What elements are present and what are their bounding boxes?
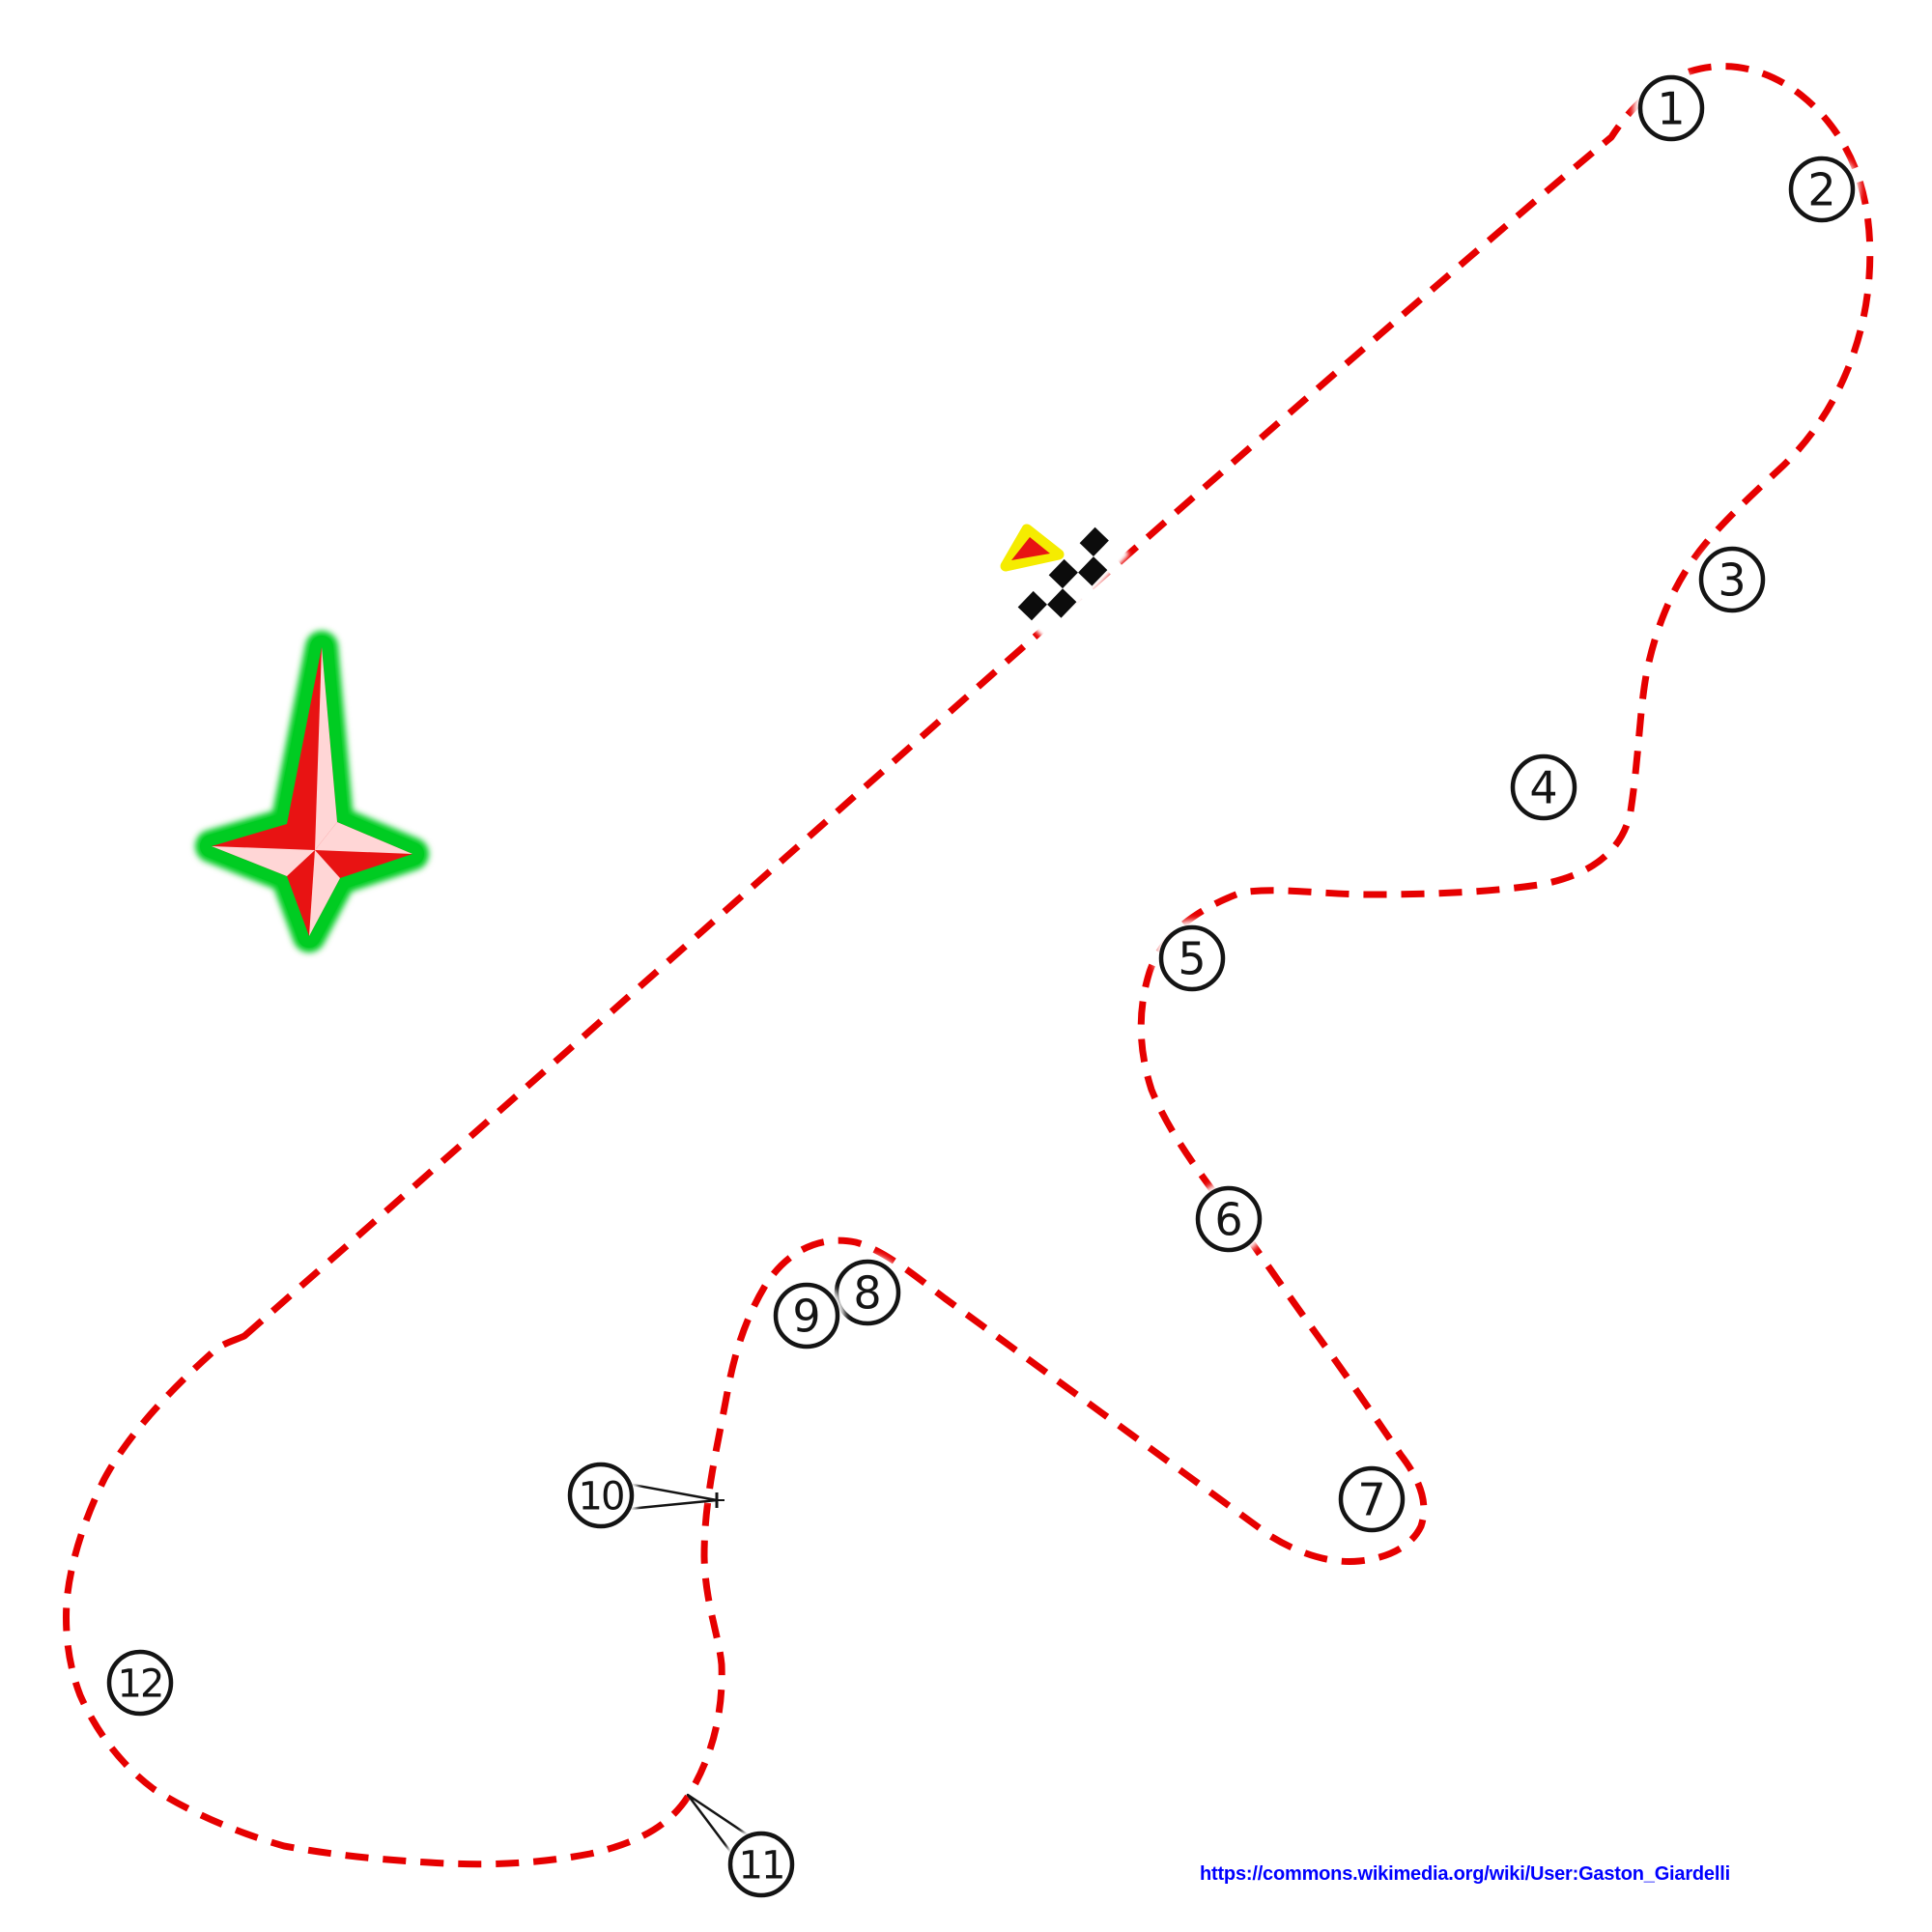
- checker-square: [1093, 540, 1123, 571]
- turn-number-6: 6: [1214, 1194, 1242, 1246]
- turn-marker-circle: [1637, 74, 1705, 142]
- turn-number-5: 5: [1178, 933, 1206, 985]
- checker-square: [1048, 558, 1078, 589]
- attribution-link[interactable]: https://commons.wikimedia.org/wiki/User:…: [1200, 1863, 1730, 1885]
- turn-number-4: 4: [1529, 762, 1557, 814]
- compass-facet: [315, 647, 337, 850]
- compass-star-highlights: [212, 647, 412, 936]
- turn-number-7: 7: [1357, 1474, 1385, 1526]
- turn-number-12: 12: [118, 1662, 163, 1706]
- turn-marker-5: 5: [1154, 921, 1230, 996]
- turn-marker-circle: [1698, 546, 1766, 613]
- turn-marker-circle: [567, 1462, 635, 1529]
- turn-marker-circle: [1195, 1185, 1263, 1253]
- checker-square: [1077, 556, 1108, 586]
- turn-marker-circle: [834, 1259, 901, 1326]
- direction-arrow-head: [1011, 537, 1050, 560]
- compass-facet: [212, 846, 315, 876]
- turn-marker-7: 7: [1334, 1462, 1409, 1537]
- compass-rose: [195, 631, 429, 952]
- turn-marker-9: 9: [769, 1278, 844, 1353]
- callout-wedge-10: [626, 1482, 719, 1511]
- turn-number-10: 10: [579, 1474, 624, 1519]
- turn-marker-circle: [1338, 1465, 1406, 1533]
- checker-square: [1032, 604, 1062, 635]
- turn-number-1: 1: [1657, 83, 1685, 135]
- checker-square: [1033, 575, 1064, 605]
- turn-marker-3: 3: [1694, 542, 1770, 617]
- turn-marker-circle: [106, 1649, 174, 1717]
- turn-number-11: 11: [739, 1843, 784, 1888]
- checker-square: [1047, 588, 1077, 618]
- checker-square: [1064, 543, 1094, 573]
- turn-marker-circle: [1158, 924, 1226, 992]
- turn-marker-4: 4: [1506, 750, 1581, 825]
- compass-facet: [315, 822, 412, 854]
- checker-square: [1063, 572, 1093, 603]
- turn-marker-circle: [727, 1831, 795, 1898]
- turn-marker-1: 1: [1634, 71, 1709, 146]
- turn-number-3: 3: [1718, 554, 1746, 607]
- direction-arrow: [1000, 524, 1065, 572]
- start-finish-line: [1010, 521, 1130, 640]
- turn-marker-11: 11: [724, 1827, 799, 1902]
- turn-number-8: 8: [853, 1267, 881, 1320]
- turn-marker-8: 8: [830, 1255, 905, 1330]
- checker-squares: [1017, 526, 1123, 635]
- checker-square: [1017, 590, 1048, 621]
- turn-marker-2: 2: [1784, 152, 1860, 227]
- turn-marker-10: 10: [563, 1458, 639, 1533]
- turn-marker-circle: [1510, 753, 1577, 821]
- turn-marker-circle: [773, 1282, 840, 1350]
- turn-number-2: 2: [1807, 164, 1835, 216]
- turn-marker-6: 6: [1191, 1181, 1266, 1257]
- compass-facet: [309, 850, 340, 936]
- checker-square: [1079, 526, 1109, 557]
- turn-number-9: 9: [792, 1291, 820, 1343]
- track-outline: [63, 63, 1874, 1868]
- turn-marker-circle: [1788, 156, 1856, 223]
- callout-tick: [709, 1492, 724, 1508]
- turn-marker-12: 12: [102, 1645, 178, 1720]
